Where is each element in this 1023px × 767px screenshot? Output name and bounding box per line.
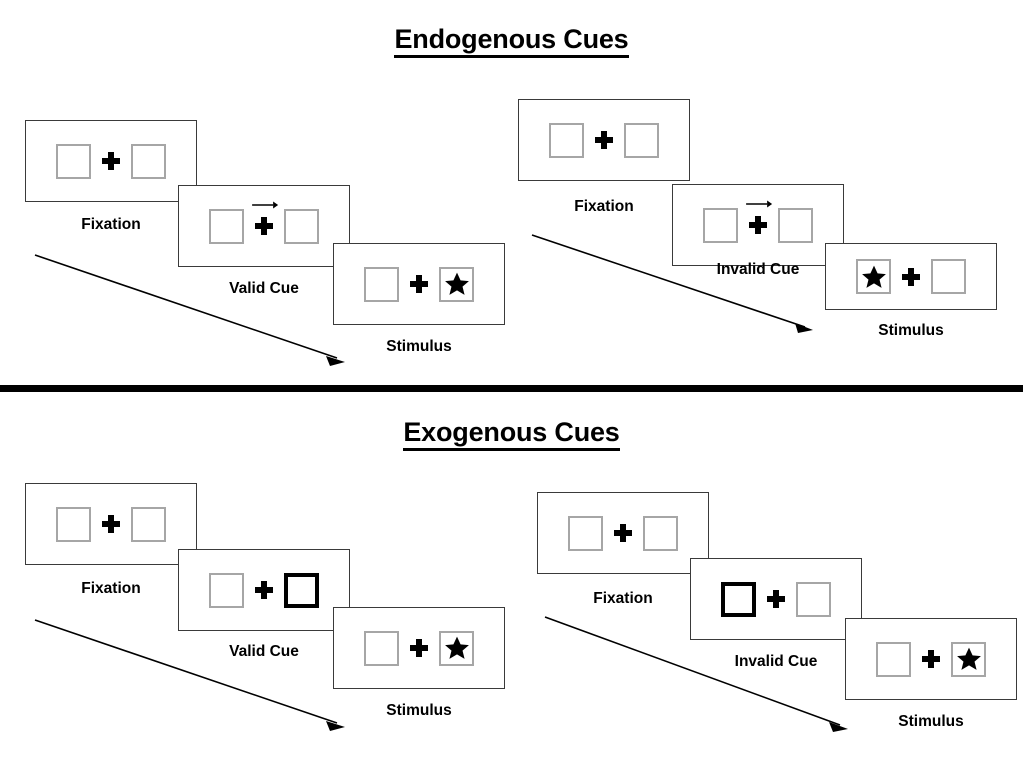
time-flow-arrow-exogenous-invalid (544, 616, 848, 732)
plus-container (603, 524, 643, 542)
plus-icon (595, 131, 613, 149)
arrow-right-icon (252, 201, 279, 209)
plus-container (891, 267, 931, 286)
plus-container (244, 201, 284, 235)
caption-exogenous-invalid-cue: Invalid Cue (734, 653, 818, 670)
panel-endogenous-valid-cue (178, 185, 350, 267)
right-box (931, 259, 966, 294)
plus-icon (255, 217, 273, 235)
plus-container (244, 581, 284, 599)
left-box (364, 266, 399, 302)
left-box (209, 208, 244, 244)
caption-exogenous-valid-fixation: Fixation (81, 580, 141, 597)
right-box (624, 122, 659, 158)
plus-icon (767, 590, 785, 608)
right-box (439, 266, 474, 302)
left-box (209, 572, 244, 608)
panel-exogenous-invalid-stimulus (845, 618, 1017, 700)
panel-exogenous-valid-stimulus (333, 607, 505, 689)
section-divider (0, 385, 1023, 392)
section-title-exogenous-text: Exogenous Cues (403, 417, 620, 451)
plus-container (584, 131, 624, 149)
panel-endogenous-invalid-fixation (518, 99, 690, 181)
panel-endogenous-valid-fixation (25, 120, 197, 202)
plus-container (756, 590, 796, 608)
plus-icon (102, 515, 120, 533)
left-box (856, 259, 891, 294)
star-icon (444, 636, 469, 659)
star-icon (444, 272, 469, 295)
panel-exogenous-invalid-fixation (537, 492, 709, 574)
caption-endogenous-valid-cue: Valid Cue (229, 280, 299, 297)
caption-exogenous-valid-stimulus: Stimulus (386, 702, 452, 719)
right-box (778, 207, 813, 243)
caption-exogenous-invalid-fixation: Fixation (593, 590, 653, 607)
arrow-right-icon (746, 200, 773, 208)
caption-endogenous-valid-fixation: Fixation (81, 216, 141, 233)
right-box (439, 630, 474, 666)
left-box (876, 641, 911, 677)
time-flow-arrow-endogenous-valid (34, 254, 345, 366)
right-box-cued (284, 572, 319, 608)
plus-container (91, 515, 131, 533)
star-icon (861, 265, 886, 288)
left-box (56, 143, 91, 179)
right-box (643, 515, 678, 551)
plus-icon (410, 639, 428, 657)
plus-container (399, 275, 439, 293)
right-box (131, 506, 166, 542)
caption-exogenous-invalid-stimulus: Stimulus (898, 713, 964, 730)
plus-icon (902, 267, 920, 286)
time-flow-arrow-exogenous-valid (34, 619, 345, 731)
plus-icon (255, 581, 273, 599)
left-box (703, 207, 738, 243)
plus-icon (749, 216, 767, 234)
section-title-endogenous-text: Endogenous Cues (394, 24, 629, 58)
panel-endogenous-invalid-stimulus (825, 243, 997, 310)
right-box (951, 641, 986, 677)
right-box (796, 581, 831, 617)
plus-icon (102, 152, 120, 170)
star-icon (956, 647, 981, 670)
caption-endogenous-invalid-fixation: Fixation (574, 198, 634, 215)
plus-icon (410, 275, 428, 293)
plus-container (911, 650, 951, 668)
panel-exogenous-invalid-cue (690, 558, 862, 640)
panel-exogenous-valid-cue (178, 549, 350, 631)
caption-exogenous-valid-cue: Valid Cue (229, 643, 299, 660)
left-box (568, 515, 603, 551)
plus-container (91, 152, 131, 170)
section-title-exogenous: Exogenous Cues (0, 417, 1023, 451)
time-flow-arrow-endogenous-invalid (531, 234, 813, 333)
plus-container (399, 639, 439, 657)
plus-icon (614, 524, 632, 542)
left-box-cued (721, 581, 756, 617)
section-title-endogenous: Endogenous Cues (0, 24, 1023, 58)
panel-endogenous-invalid-cue (672, 184, 844, 266)
caption-endogenous-invalid-stimulus: Stimulus (878, 322, 944, 339)
panel-exogenous-valid-fixation (25, 483, 197, 565)
left-box (549, 122, 584, 158)
caption-endogenous-valid-stimulus: Stimulus (386, 338, 452, 355)
plus-icon (922, 650, 940, 668)
plus-container (738, 200, 778, 234)
panel-endogenous-valid-stimulus (333, 243, 505, 325)
right-box (131, 143, 166, 179)
caption-endogenous-invalid-cue: Invalid Cue (716, 261, 800, 278)
left-box (364, 630, 399, 666)
right-box (284, 208, 319, 244)
left-box (56, 506, 91, 542)
